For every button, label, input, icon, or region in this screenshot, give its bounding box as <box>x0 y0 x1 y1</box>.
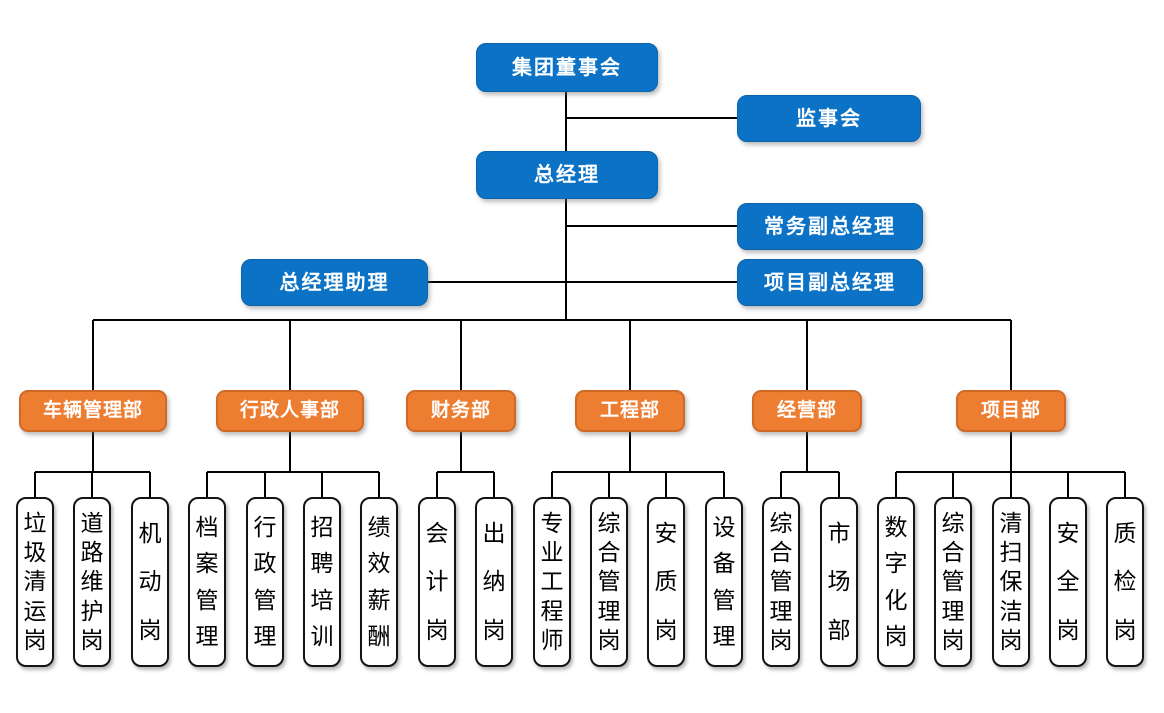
connector-line <box>896 471 1125 473</box>
position-box: 安质岗 <box>647 497 685 667</box>
department-box: 工程部 <box>575 390 685 432</box>
connector-line <box>629 320 631 390</box>
department-box: 行政人事部 <box>216 390 364 432</box>
node-general-manager: 总经理 <box>476 151 658 199</box>
position-box: 垃圾清运岗 <box>16 497 54 667</box>
connector-line <box>806 320 808 390</box>
position-box: 绩效薪酬 <box>360 497 398 667</box>
connector-line <box>1010 472 1012 497</box>
connector-line <box>92 320 94 390</box>
connector-line <box>806 432 808 472</box>
position-box: 道路维护岗 <box>73 497 111 667</box>
position-box: 综合管理岗 <box>762 497 800 667</box>
node-gm-assistant: 总经理助理 <box>241 259 428 306</box>
connector-line <box>838 472 840 497</box>
node-board-of-directors: 集团董事会 <box>476 43 658 92</box>
connector-line <box>493 472 495 497</box>
connector-line <box>34 472 36 497</box>
connector-line <box>629 432 631 472</box>
connector-line <box>566 117 737 119</box>
connector-line <box>460 432 462 472</box>
node-executive-deputy-gm: 常务副总经理 <box>737 203 923 250</box>
node-supervisory-board: 监事会 <box>737 95 921 142</box>
position-box: 档案管理 <box>188 497 226 667</box>
department-box: 经营部 <box>752 390 862 432</box>
connector-line <box>91 472 93 497</box>
connector-line <box>780 472 782 497</box>
connector-line <box>551 472 553 497</box>
connector-line <box>321 472 323 497</box>
position-box: 清扫保洁岗 <box>992 497 1030 667</box>
position-box: 安全岗 <box>1049 497 1087 667</box>
position-box: 市场部 <box>820 497 858 667</box>
connector-line <box>149 472 151 497</box>
department-box: 财务部 <box>406 390 516 432</box>
department-box: 项目部 <box>956 390 1066 432</box>
connector-line <box>206 472 208 497</box>
connector-line <box>565 92 567 151</box>
connector-line <box>35 471 150 473</box>
position-box: 专业工程师 <box>533 497 571 667</box>
department-box: 车辆管理部 <box>19 390 167 432</box>
connector-line <box>437 471 494 473</box>
connector-line <box>207 471 379 473</box>
connector-line <box>608 472 610 497</box>
position-box: 出纳岗 <box>475 497 513 667</box>
position-box: 机动岗 <box>131 497 169 667</box>
position-box: 设备管理 <box>705 497 743 667</box>
position-box: 行政管理 <box>246 497 284 667</box>
position-box: 综合管理岗 <box>590 497 628 667</box>
connector-line <box>1010 320 1012 390</box>
node-project-deputy-gm: 项目副总经理 <box>737 259 923 306</box>
position-box: 质检岗 <box>1106 497 1144 667</box>
connector-line <box>665 472 667 497</box>
connector-line <box>1010 432 1012 472</box>
connector-line <box>460 320 462 390</box>
connector-line <box>552 471 724 473</box>
connector-line <box>895 472 897 497</box>
connector-line <box>93 319 1011 321</box>
connector-line <box>565 199 567 321</box>
connector-line <box>378 472 380 497</box>
connector-line <box>1124 472 1126 497</box>
connector-line <box>436 472 438 497</box>
connector-line <box>428 281 737 283</box>
position-box: 数字化岗 <box>877 497 915 667</box>
connector-line <box>723 472 725 497</box>
connector-line <box>289 320 291 390</box>
connector-line <box>289 432 291 472</box>
connector-line <box>264 472 266 497</box>
connector-line <box>1067 472 1069 497</box>
connector-line <box>952 472 954 497</box>
connector-line <box>92 432 94 472</box>
connector-line <box>566 225 737 227</box>
position-box: 招聘培训 <box>303 497 341 667</box>
position-box: 综合管理岗 <box>934 497 972 667</box>
position-box: 会计岗 <box>418 497 456 667</box>
connector-line <box>781 471 839 473</box>
